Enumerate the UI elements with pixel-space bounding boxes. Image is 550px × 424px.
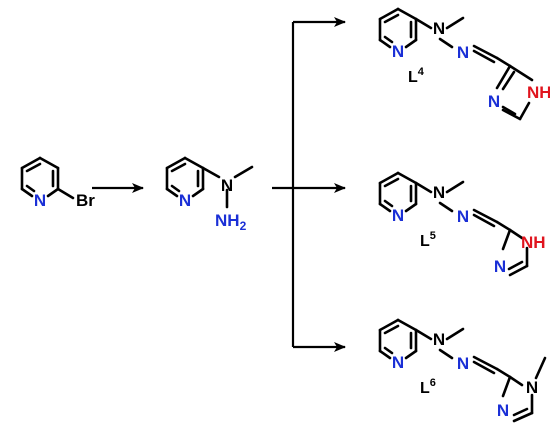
- label-l4: L4: [408, 66, 425, 86]
- atom-n-imidazole: N: [488, 92, 500, 111]
- atom-n-imidazole: N: [497, 401, 509, 420]
- atom-n: N: [34, 191, 46, 210]
- atom-nh-imidazole: NH: [527, 83, 550, 102]
- atom-n-imine: N: [457, 354, 469, 373]
- label-l5: L5: [420, 230, 436, 250]
- atom-n-hydrazone: N: [433, 183, 445, 202]
- atom-n: N: [392, 353, 404, 372]
- label-l6: L6: [420, 377, 436, 397]
- atom-n-imine: N: [457, 207, 469, 226]
- atom-n: N: [392, 206, 404, 225]
- atom-nh-imidazole: NH: [521, 233, 546, 252]
- atom-n-hydrazone: N: [433, 19, 445, 38]
- atom-nh2: NH2: [215, 211, 247, 233]
- ligand-l5-structure: N N N N NH L5: [378, 171, 546, 277]
- atom-n-hydrazone: N: [433, 330, 445, 349]
- branching-arrows: [272, 17, 346, 352]
- bromopyridine-structure: N Br: [20, 156, 95, 210]
- atom-n-imidazole: N: [494, 257, 506, 276]
- ligand-l6-structure: N N N N N L6: [378, 318, 547, 423]
- atom-n-methyl-imidazole: N: [526, 378, 538, 397]
- atom-n-imine: N: [457, 43, 469, 62]
- atom-n: N: [392, 42, 404, 61]
- ligand-l4-structure: N N N N NH L4: [378, 7, 550, 121]
- methylhydrazinylpyridine-structure: N N NH2: [165, 156, 254, 233]
- atom-br: Br: [76, 191, 95, 210]
- atom-n-hydrazine: N: [221, 176, 233, 195]
- atom-n: N: [179, 191, 191, 210]
